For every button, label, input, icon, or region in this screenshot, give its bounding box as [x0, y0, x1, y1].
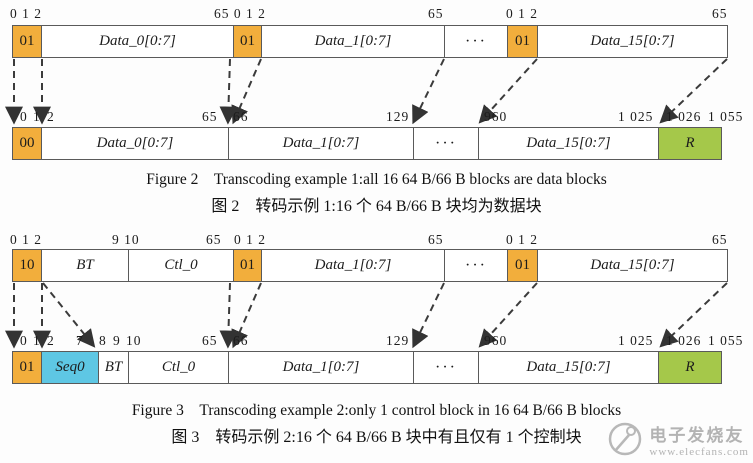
transcode-arrows: [5, 282, 728, 349]
bit-label: 0: [20, 109, 28, 124]
bit-label: 129: [386, 109, 410, 124]
map-arrow: [659, 58, 728, 124]
sync-header-block: 01: [12, 25, 42, 58]
bit-label: 960: [484, 333, 508, 348]
sync-header-block: 00: [12, 127, 42, 160]
data-field-block: Data_1[0:7]: [228, 351, 414, 384]
figure3-caption-chinese: 图 3 转码示例 2:16 个 64 B/66 B 块中有且仅有 1 个控制块: [171, 429, 582, 446]
data-field-block: Data_15[0:7]: [537, 25, 728, 58]
bit-label: 2: [47, 333, 55, 348]
figure3-input-row: 10 BT Ctl_0 01 Data_1[0:7] ··· 01 Data_1…: [0, 249, 753, 282]
watermark-site: www.elecfans.com: [649, 445, 749, 458]
bit-label: 1: [33, 109, 41, 124]
map-arrow: [219, 58, 238, 125]
bit-label: 0 1 2: [506, 232, 538, 247]
figure2-diagram: 0 1 2 65 0 1 2 65 0 1 2 65 01 Data_0[0:7…: [0, 0, 753, 224]
ellipsis-block: ···: [413, 351, 479, 384]
sync-header-block: 01: [233, 25, 262, 58]
sync-header-block: 01: [507, 249, 538, 282]
bit-label: 960: [484, 109, 508, 124]
bit-label: 1 055: [708, 109, 744, 124]
bit-label: 1 026: [666, 333, 702, 348]
bit-label: 65: [202, 109, 218, 124]
figure3-output-row: 01 Seq0 BT Ctl_0 Data_1[0:7] ··· Data_15…: [0, 351, 753, 384]
bit-label: 1 025: [618, 333, 654, 348]
data-field-block: Data_1[0:7]: [261, 249, 445, 282]
ellipsis-block: ···: [413, 127, 479, 160]
bit-label: 0 1 2: [10, 232, 42, 247]
block-type-block: BT: [41, 249, 129, 282]
elecfans-logo-icon: [609, 422, 642, 456]
bit-label: 7: [76, 333, 84, 348]
map-arrow: [478, 282, 538, 348]
figure2-caption-english: Figure 2 Transcoding example 1:all 16 64…: [146, 171, 607, 188]
sync-header-block: 01: [233, 249, 262, 282]
bit-label: 0 1 2: [506, 6, 538, 21]
data-field-block: Data_0[0:7]: [41, 25, 234, 58]
bit-label: 1 055: [708, 333, 744, 348]
data-field-block: Data_15[0:7]: [537, 249, 728, 282]
sync-header-block: 10: [12, 249, 42, 282]
figure3-caption-english: Figure 3 Transcoding example 2:only 1 co…: [131, 402, 622, 419]
figure3-input-bit-labels: 0 1 2 9 10 65 0 1 2 65 0 1 2 65: [0, 232, 753, 249]
figure3-output-bit-labels: 0 1 2 7 8 9 10 65 66 129 960 1 025 1 026…: [0, 333, 753, 350]
data-field-block: Data_1[0:7]: [228, 127, 414, 160]
bit-label: 9: [113, 333, 121, 348]
bit-label: 9 10: [112, 232, 140, 247]
figure2-output-row: 00 Data_0[0:7] Data_1[0:7] ··· Data_15[0…: [0, 127, 753, 160]
ellipsis-block: ···: [444, 25, 508, 58]
control-field-block: Ctl_0: [128, 351, 229, 384]
watermark-text: 电子发烧友 www.elecfans.com: [649, 421, 749, 458]
sync-header-block: 01: [12, 351, 42, 384]
figure2-input-row: 01 Data_0[0:7] 01 Data_1[0:7] ··· 01 Dat…: [0, 25, 753, 58]
bit-label: 1: [33, 333, 41, 348]
data-field-block: Data_1[0:7]: [261, 25, 445, 58]
map-arrow: [42, 282, 96, 348]
data-field-block: Data_0[0:7]: [41, 127, 229, 160]
ellipsis-block: ···: [444, 249, 508, 282]
data-field-block: Data_15[0:7]: [478, 127, 659, 160]
bit-label: 0 1 2: [10, 6, 42, 21]
bit-label: 66: [233, 109, 249, 124]
sequence-block: Seq0: [41, 351, 99, 384]
bit-label: 65 0 1 2: [214, 6, 266, 21]
site-watermark: 电子发烧友 www.elecfans.com: [605, 419, 749, 459]
bit-label: 65: [428, 232, 444, 247]
sync-header-block: 01: [507, 25, 538, 58]
reserved-block: R: [658, 127, 722, 160]
map-arrow: [478, 58, 538, 124]
transcode-arrows: [5, 58, 728, 125]
block-type-block: BT: [98, 351, 129, 384]
bit-label: 2: [47, 109, 55, 124]
figure3-diagram: 0 1 2 9 10 65 0 1 2 65 0 1 2 65 10 BT Ct…: [0, 224, 753, 463]
bit-label: 1 026: [666, 109, 702, 124]
figure2-output-bit-labels: 0 1 2 65 66 129 960 1 025 1 026 1 055: [0, 109, 753, 126]
bit-label: 0 1 2: [234, 232, 266, 247]
map-arrow: [659, 282, 728, 348]
bit-label: 66: [233, 333, 249, 348]
data-field-block: Data_15[0:7]: [478, 351, 659, 384]
map-arrow: [219, 282, 238, 349]
reserved-block: R: [658, 351, 722, 384]
bit-label: 65: [712, 232, 728, 247]
bit-label: 0: [20, 333, 28, 348]
bit-label: 65: [428, 6, 444, 21]
watermark-brand: 电子发烧友: [649, 425, 745, 445]
bit-label: 1 025: [618, 109, 654, 124]
figure2-caption-chinese: 图 2 转码示例 1:16 个 64 B/66 B 块均为数据块: [211, 198, 542, 215]
bit-label: 8: [99, 333, 107, 348]
bit-label: 65: [206, 232, 222, 247]
control-field-block: Ctl_0: [128, 249, 234, 282]
figure2-input-bit-labels: 0 1 2 65 0 1 2 65 0 1 2 65: [0, 6, 753, 23]
bit-label: 129: [386, 333, 410, 348]
bit-label: 65: [712, 6, 728, 21]
bit-label: 10: [126, 333, 142, 348]
bit-label: 65: [202, 333, 218, 348]
